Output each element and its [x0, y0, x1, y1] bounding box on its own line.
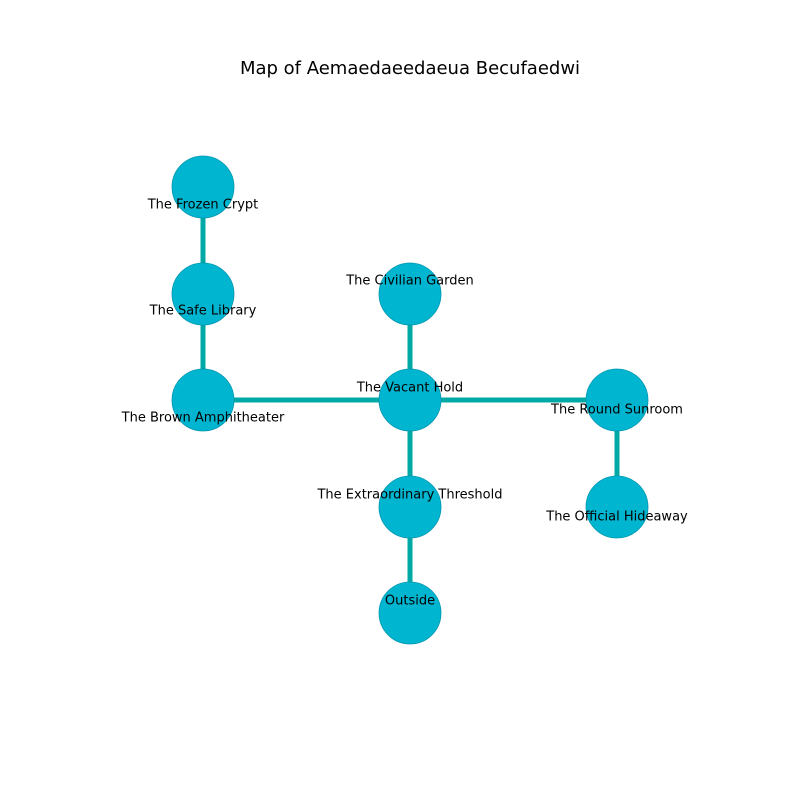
node-frozen_crypt — [171, 155, 235, 219]
node-label-official_hideaway: The Official Hideaway — [545, 510, 688, 525]
node-vacant_hold — [378, 368, 442, 432]
node-label-safe_library: The Safe Library — [149, 304, 257, 319]
node-label-outside: Outside — [385, 594, 435, 609]
node-label-brown_amphitheater: The Brown Amphitheater — [121, 411, 285, 426]
node-label-extraordinary_threshold: The Extraordinary Threshold — [316, 488, 502, 503]
node-label-round_sunroom: The Round Sunroom — [550, 403, 683, 418]
node-extraordinary_threshold — [378, 475, 442, 539]
node-label-civilian_garden: The Civilian Garden — [345, 274, 474, 289]
nodes-layer — [171, 155, 649, 645]
node-safe_library — [171, 262, 235, 326]
node-brown_amphitheater — [171, 368, 235, 432]
node-civilian_garden — [378, 262, 442, 326]
node-label-vacant_hold: The Vacant Hold — [356, 381, 463, 396]
node-label-frozen_crypt: The Frozen Crypt — [147, 198, 259, 213]
node-outside — [378, 581, 442, 645]
node-official_hideaway — [585, 475, 649, 539]
node-round_sunroom — [585, 368, 649, 432]
map-title: Map of Aemaedaeedaeua Becufaedwi — [240, 58, 580, 79]
